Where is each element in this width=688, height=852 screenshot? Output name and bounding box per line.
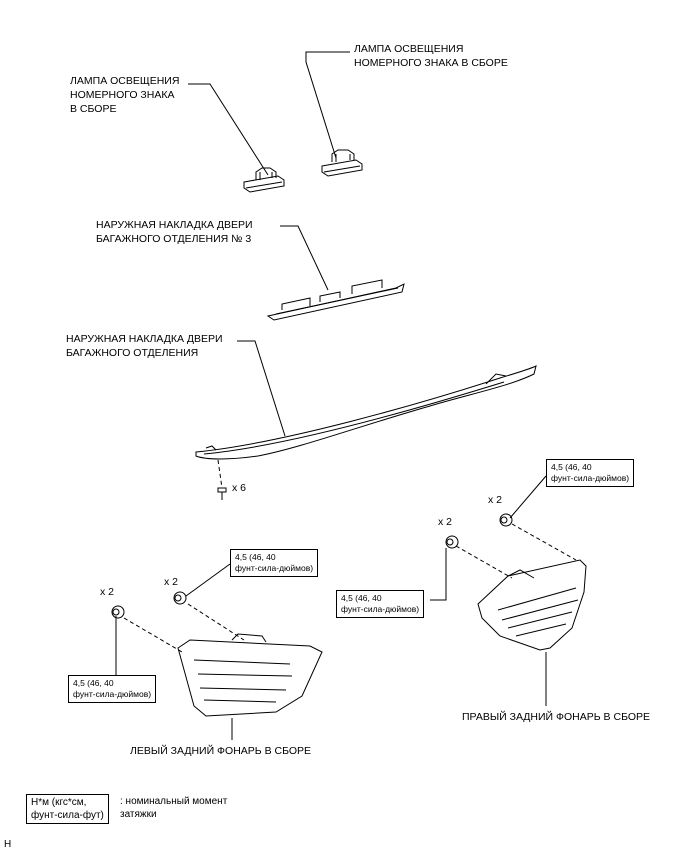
leader-lines	[74, 51, 547, 740]
alignment-lines	[123, 459, 577, 653]
nut-shapes	[111, 513, 513, 619]
legend-description: : номинальный момент затяжки	[120, 796, 228, 820]
nut-left-upper-quantity: x 2	[164, 576, 179, 588]
torque-box-left-upper: 4,5 (46, 40 фунт-сила-дюймов)	[230, 549, 319, 577]
torque-box-right-upper: 4,5 (46, 40 фунт-сила-дюймов)	[546, 459, 635, 487]
lamp-right-label: ЛАМПА ОСВЕЩЕНИЯ НОМЕРНОГО ЗНАКА В СБОРЕ	[354, 43, 508, 69]
garnish-shape	[195, 365, 537, 460]
screw-shape	[217, 487, 227, 500]
right-rear-lamp-label: ПРАВЫЙ ЗАДНИЙ ФОНАРЬ В СБОРЕ	[462, 711, 651, 723]
garnish-label: НАРУЖНАЯ НАКЛАДКА ДВЕРИ БАГАЖНОГО ОТДЕЛЕ…	[66, 333, 223, 359]
left-rear-lamp-shape	[177, 633, 323, 717]
nut-right-upper-quantity: x 2	[488, 494, 503, 506]
left-rear-lamp-label: ЛЕВЫЙ ЗАДНИЙ ФОНАРЬ В СБОРЕ	[130, 745, 312, 757]
footer-code: H	[4, 839, 12, 850]
torque-box-right-lower: 4,5 (46, 40 фунт-сила-дюймов)	[336, 590, 425, 618]
right-rear-lamp-shape	[477, 559, 587, 651]
license-lamp-right-shape	[321, 149, 363, 177]
nut-right-lower-quantity: x 2	[438, 516, 453, 528]
license-lamp-left-shape	[243, 167, 285, 193]
garnish-no3-shape	[266, 279, 405, 321]
torque-box-left-lower: 4,5 (46, 40 фунт-сила-дюймов)	[68, 675, 157, 703]
garnish-no3-label: НАРУЖНАЯ НАКЛАДКА ДВЕРИ БАГАЖНОГО ОТДЕЛЕ…	[96, 219, 253, 245]
screw-quantity: x 6	[232, 482, 247, 494]
legend-units-box: Н*м (кгс*см, фунт-сила-фут)	[26, 794, 109, 824]
lamp-left-label: ЛАМПА ОСВЕЩЕНИЯ НОМЕРНОГО ЗНАКА В СБОРЕ	[70, 75, 180, 115]
nut-left-lower-quantity: x 2	[100, 586, 115, 598]
